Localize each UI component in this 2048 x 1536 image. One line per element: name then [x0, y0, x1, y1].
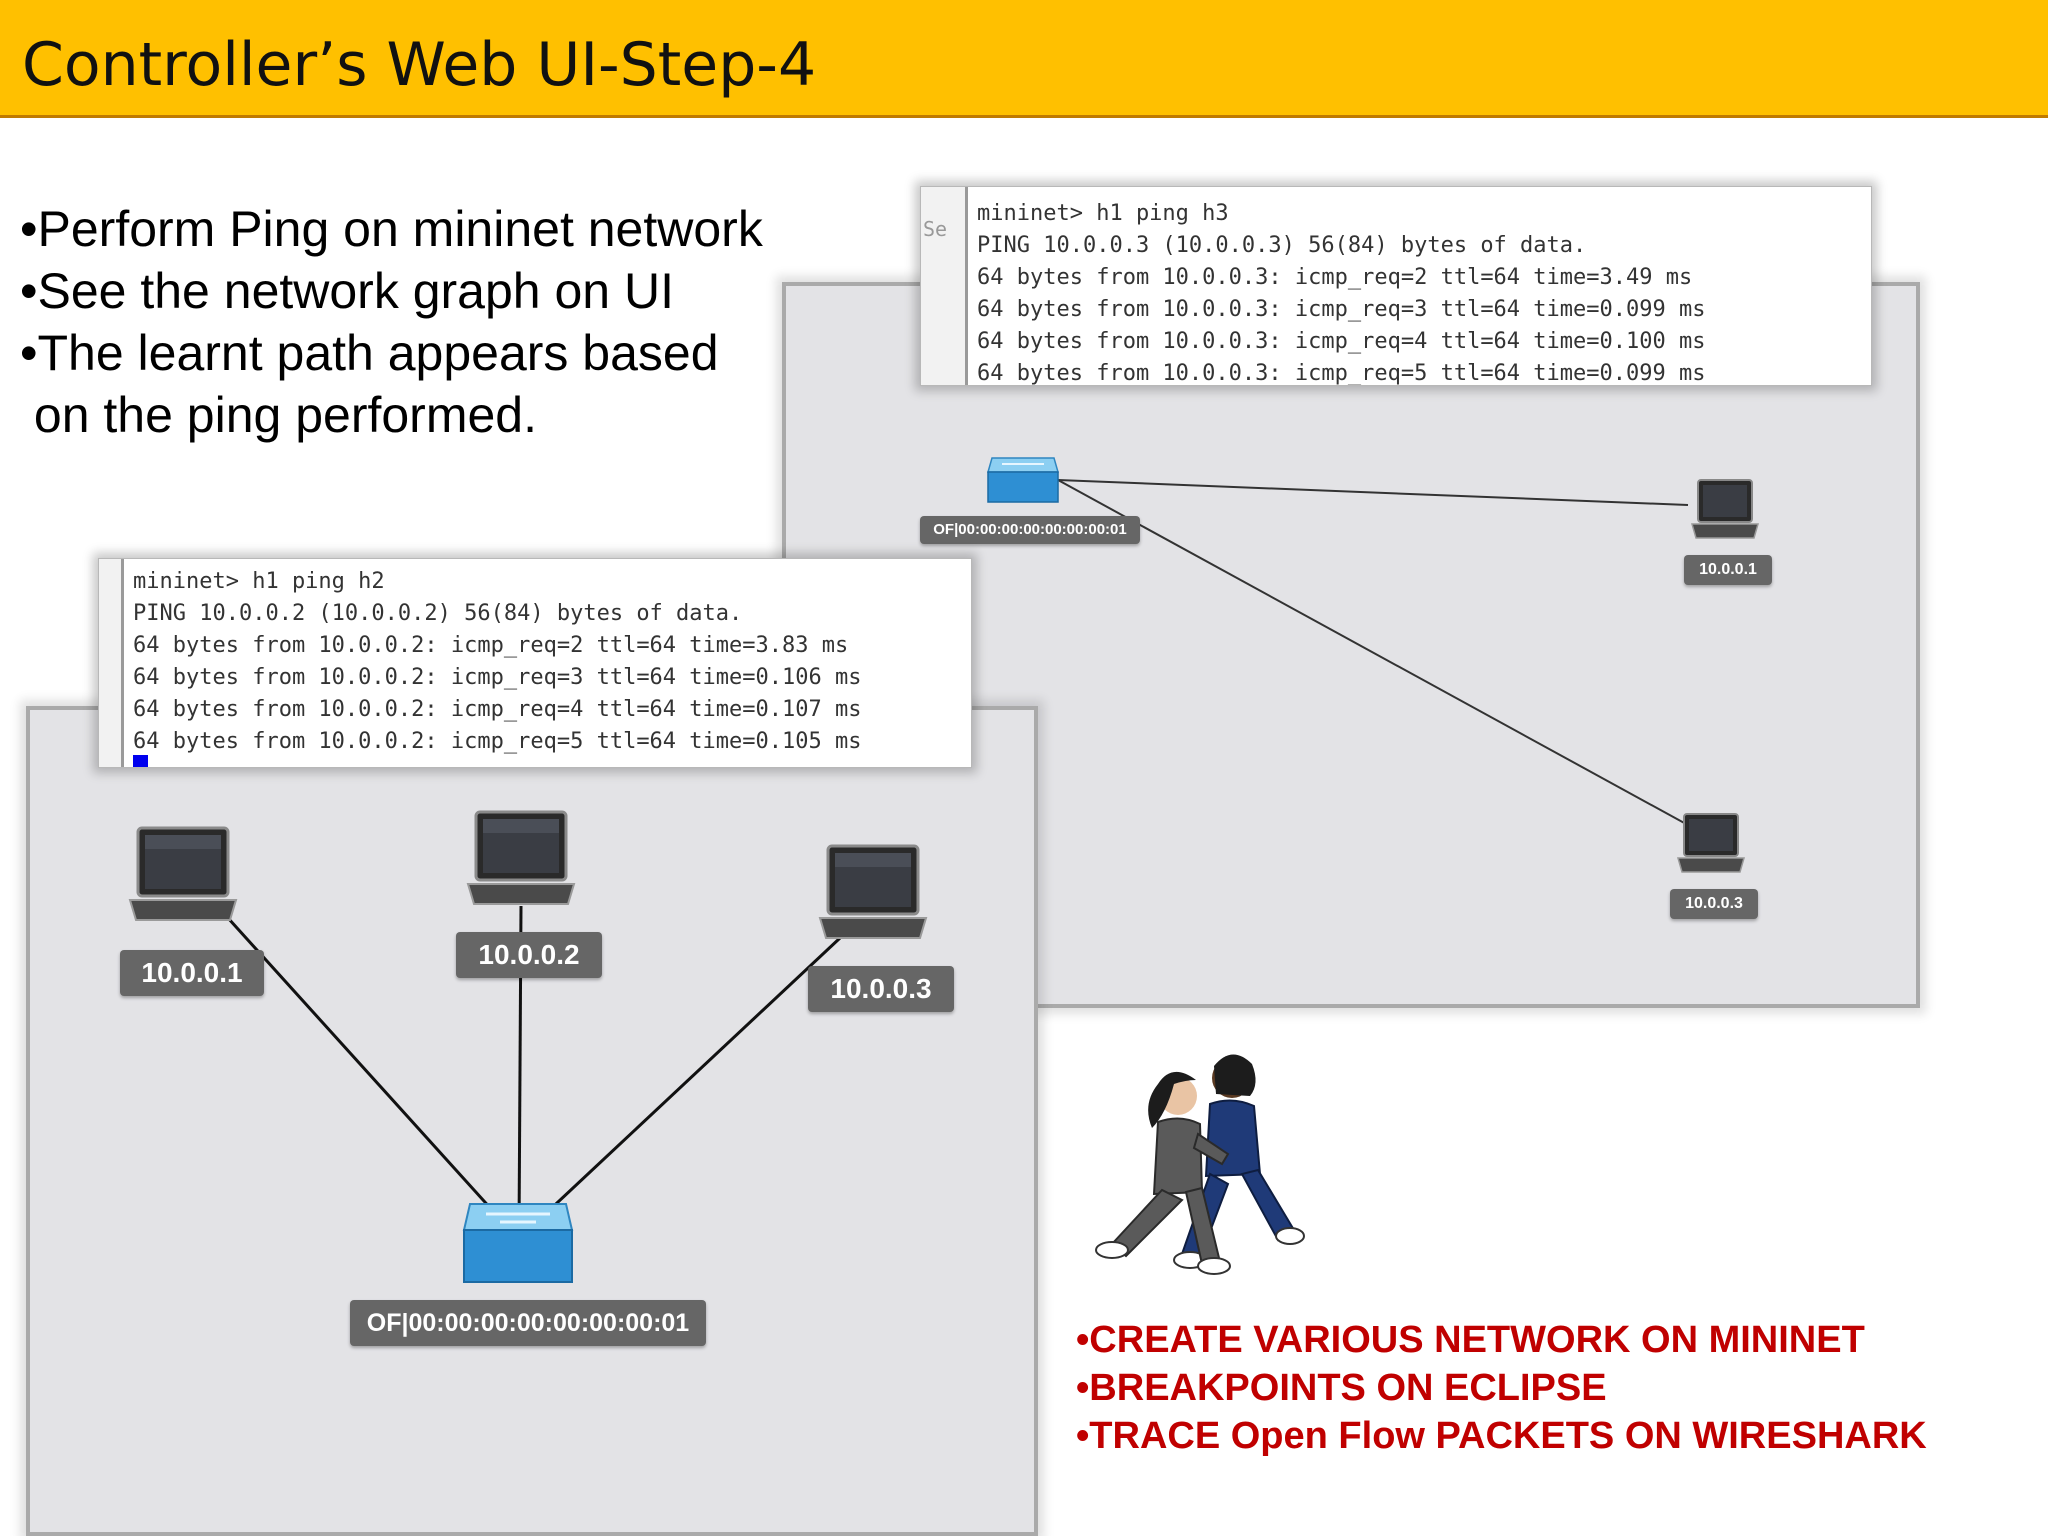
graph-link [1057, 479, 1709, 837]
terminal-line: 64 bytes from 10.0.0.3: icmp_req=3 ttl=6… [977, 297, 1706, 322]
terminal-ping-h3: Se mininet> h1 ping h3 PING 10.0.0.3 (10… [920, 186, 1872, 386]
host-label: 10.0.0.3 [808, 966, 954, 1012]
switch-label: OF|00:00:00:00:00:00:00:01 [920, 516, 1140, 544]
host-laptop-icon[interactable] [818, 844, 928, 944]
terminal-line: mininet> h1 ping h3 [977, 201, 1229, 226]
terminal-line: mininet> h1 ping h2 [133, 569, 385, 594]
host-laptop-icon[interactable] [1690, 478, 1760, 542]
terminal-line: 64 bytes from 10.0.0.3: icmp_req=2 ttl=6… [977, 265, 1693, 290]
graph-link [1057, 479, 1689, 506]
switch-icon[interactable] [460, 1200, 576, 1286]
instruction-bullets: •Perform Ping on mininet network •See th… [20, 198, 763, 446]
tip-item: •CREATE VARIOUS NETWORK ON MININET [1076, 1319, 1865, 1361]
graph-link [226, 916, 514, 1234]
slide-title: Controller’s Web UI-Step-4 [22, 30, 817, 100]
switch-icon[interactable] [986, 454, 1060, 506]
tips-list: •CREATE VARIOUS NETWORK ON MININET •BREA… [1076, 1316, 1927, 1460]
terminal-line: 64 bytes from 10.0.0.2: icmp_req=3 ttl=6… [133, 665, 862, 690]
terminal-gutter [99, 559, 124, 767]
terminal-gutter: Se [921, 187, 968, 385]
bullet-item: •See the network graph on UI [20, 263, 675, 319]
graph-link [524, 936, 842, 1234]
terminal-line: 64 bytes from 10.0.0.3: icmp_req=5 ttl=6… [977, 361, 1706, 386]
host-label: 10.0.0.2 [456, 932, 602, 978]
terminal-line: 64 bytes from 10.0.0.2: icmp_req=5 ttl=6… [133, 729, 862, 754]
terminal-line: PING 10.0.0.3 (10.0.0.3) 56(84) bytes of… [977, 233, 1587, 258]
people-walking-clipart-icon [1095, 1054, 1305, 1275]
terminal-ping-h2: mininet> h1 ping h2 PING 10.0.0.2 (10.0.… [98, 558, 972, 768]
tip-item: •BREAKPOINTS ON ECLIPSE [1076, 1367, 1607, 1409]
terminal-line: PING 10.0.0.2 (10.0.0.2) 56(84) bytes of… [133, 601, 743, 626]
host-label: 10.0.0.1 [1684, 555, 1772, 585]
host-laptop-icon[interactable] [128, 826, 238, 926]
tip-item: •TRACE Open Flow PACKETS ON WIRESHARK [1076, 1415, 1927, 1457]
host-laptop-icon[interactable] [1676, 812, 1746, 876]
host-laptop-icon[interactable] [466, 810, 576, 910]
switch-label: OF|00:00:00:00:00:00:00:01 [350, 1300, 706, 1346]
host-label: 10.0.0.3 [1670, 889, 1758, 919]
host-label: 10.0.0.1 [120, 950, 264, 996]
gutter-text: Se [923, 217, 948, 241]
bullet-item: •Perform Ping on mininet network [20, 201, 763, 257]
terminal-cursor [133, 755, 148, 767]
bullet-item: on the ping performed. [20, 387, 537, 443]
slide-title-bar: Controller’s Web UI-Step-4 [0, 0, 2048, 118]
terminal-line: 64 bytes from 10.0.0.2: icmp_req=4 ttl=6… [133, 697, 862, 722]
bullet-item: •The learnt path appears based [20, 325, 719, 381]
terminal-line: 64 bytes from 10.0.0.2: icmp_req=2 ttl=6… [133, 633, 849, 658]
terminal-line: 64 bytes from 10.0.0.3: icmp_req=4 ttl=6… [977, 329, 1706, 354]
